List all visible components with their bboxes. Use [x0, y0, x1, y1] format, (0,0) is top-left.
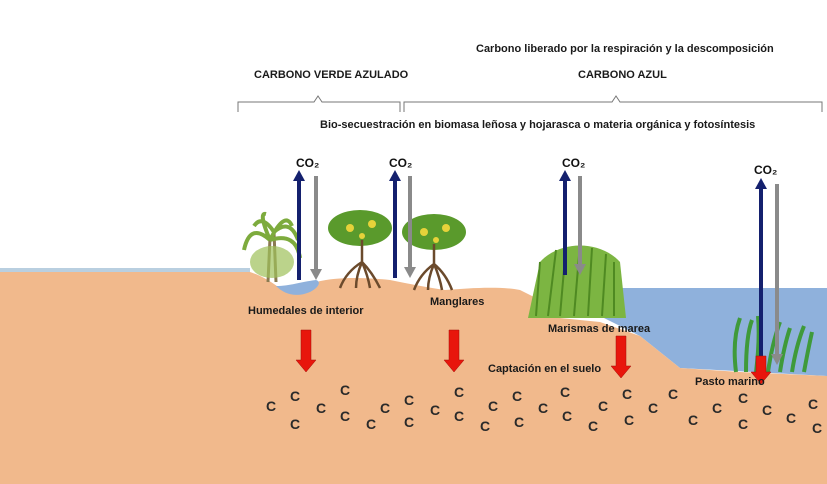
- left-water-line: [0, 268, 250, 274]
- soil-carbon-c: C: [430, 402, 441, 418]
- soil-carbon-c: C: [738, 416, 749, 432]
- soil-carbon-c: C: [290, 388, 301, 404]
- soil-carbon-c: C: [562, 408, 573, 424]
- soil-carbon-c: C: [762, 402, 773, 418]
- soil-carbon-c: C: [624, 412, 635, 428]
- soil-carbon-c: C: [512, 388, 523, 404]
- blue-carbon-label: CARBONO AZUL: [578, 69, 667, 81]
- palm-plant: [242, 211, 302, 283]
- soil-carbon-c: C: [622, 386, 633, 402]
- co2-label-saltmarsh: CO₂: [562, 156, 586, 170]
- soil-carbon-c: C: [786, 410, 797, 426]
- soil-capture-arrow: [295, 329, 317, 373]
- soil-carbon-c: C: [454, 384, 465, 400]
- soil-carbon-c: C: [588, 418, 599, 434]
- co2-uptake-arrow: [559, 170, 571, 275]
- inland-pond: [276, 280, 319, 295]
- released-carbon-label: Carbono liberado por la respiración y la…: [476, 43, 774, 55]
- saltmarsh-grass: [528, 243, 626, 318]
- soil-carbon-c: C: [668, 386, 679, 402]
- co2-release-arrow: [404, 176, 416, 278]
- soil-carbon-c: C: [340, 408, 351, 424]
- bracket-blue: [403, 95, 823, 112]
- soil-carbon-c: C: [514, 414, 525, 430]
- soil-capture-label: Captación en el suelo: [488, 363, 602, 375]
- inland-wetlands-label: Humedales de interior: [248, 305, 364, 317]
- co2-release-arrow: [310, 176, 322, 280]
- soil-carbon-c: C: [340, 382, 351, 398]
- co2-uptake-arrow: [293, 170, 305, 280]
- bracket-green-blue: [237, 95, 401, 112]
- soil-carbon-c: C: [812, 420, 823, 436]
- seagrass-label: Pasto marino: [695, 376, 765, 388]
- soil-capture-arrow: [443, 329, 465, 373]
- soil-capture-arrow: [610, 335, 632, 379]
- co2-label-inland: CO₂: [296, 156, 320, 170]
- co2-label-mangroves: CO₂: [389, 156, 413, 170]
- soil-carbon-c: C: [712, 400, 723, 416]
- soil-carbon-c: C: [480, 418, 491, 434]
- soil-carbon-c: C: [404, 414, 415, 430]
- soil-carbon-c: C: [488, 398, 499, 414]
- co2-release-arrow: [574, 176, 586, 275]
- mangroves-label: Manglares: [430, 296, 485, 308]
- saltmarsh-label: Marismas de marea: [548, 323, 651, 335]
- co2-uptake-arrow: [389, 170, 401, 278]
- soil-carbon-c: C: [688, 412, 699, 428]
- soil-carbon-c: C: [380, 400, 391, 416]
- soil-carbon-c: C: [560, 384, 571, 400]
- green-blue-carbon-label: CARBONO VERDE AZULADO: [254, 69, 409, 81]
- mangrove-tree-1: [328, 210, 392, 289]
- soil-carbon-c: C: [738, 390, 749, 406]
- soil-carbon-c: C: [808, 396, 819, 412]
- bio-sequestration-label: Bio-secuestración en biomasa leñosa y ho…: [320, 119, 756, 131]
- soil-carbon-c: C: [648, 400, 659, 416]
- soil: [0, 272, 827, 484]
- soil-carbon-c: C: [454, 408, 465, 424]
- co2-release-arrow: [771, 184, 783, 365]
- co2-label-seagrass: CO₂: [754, 163, 778, 177]
- soil-capture-arrow: [750, 355, 772, 385]
- soil-carbon-c: C: [598, 398, 609, 414]
- soil-carbon-c: C: [316, 400, 327, 416]
- soil-carbon-c: C: [366, 416, 377, 432]
- soil-carbon-c: C: [404, 392, 415, 408]
- soil-carbon-c: C: [266, 398, 277, 414]
- mangrove-tree-2: [402, 214, 466, 291]
- soil-carbon-c: C: [290, 416, 301, 432]
- soil-carbon-c: C: [538, 400, 549, 416]
- seagrass: [732, 315, 814, 373]
- co2-uptake-arrow: [755, 178, 767, 365]
